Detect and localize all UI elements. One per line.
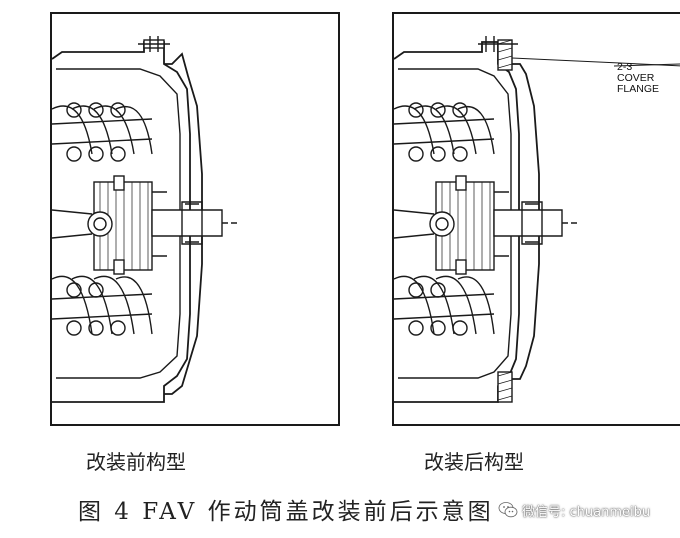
caption-after: 改装后构型 [424,450,524,474]
spring-coils-lower [394,275,495,336]
after-drawing-panel [392,12,680,426]
spring-coils-upper [52,102,153,162]
caption-before: 改装前构型 [86,450,186,474]
watermark-text: 微信号: chuanmeibu [522,504,651,520]
piston-block [394,175,495,275]
spring-coils-upper [394,102,495,162]
cover-flange-bottom [497,371,513,403]
watermark: 微信号: chuanmeibu [498,500,650,520]
piston-block [52,175,153,275]
cover-flange-top [497,39,513,71]
before-drawing-panel [50,12,340,426]
figure-caption: 图 4 FAV 作动筒盖改装前后示意图 [78,499,494,525]
cover-flange-callout: 2-3 COVER FLANGE [617,61,660,95]
actuator-before-drawing [52,36,240,403]
spring-coils-lower [52,275,153,336]
actuator-after-drawing [394,36,680,403]
wechat-icon [498,502,518,518]
